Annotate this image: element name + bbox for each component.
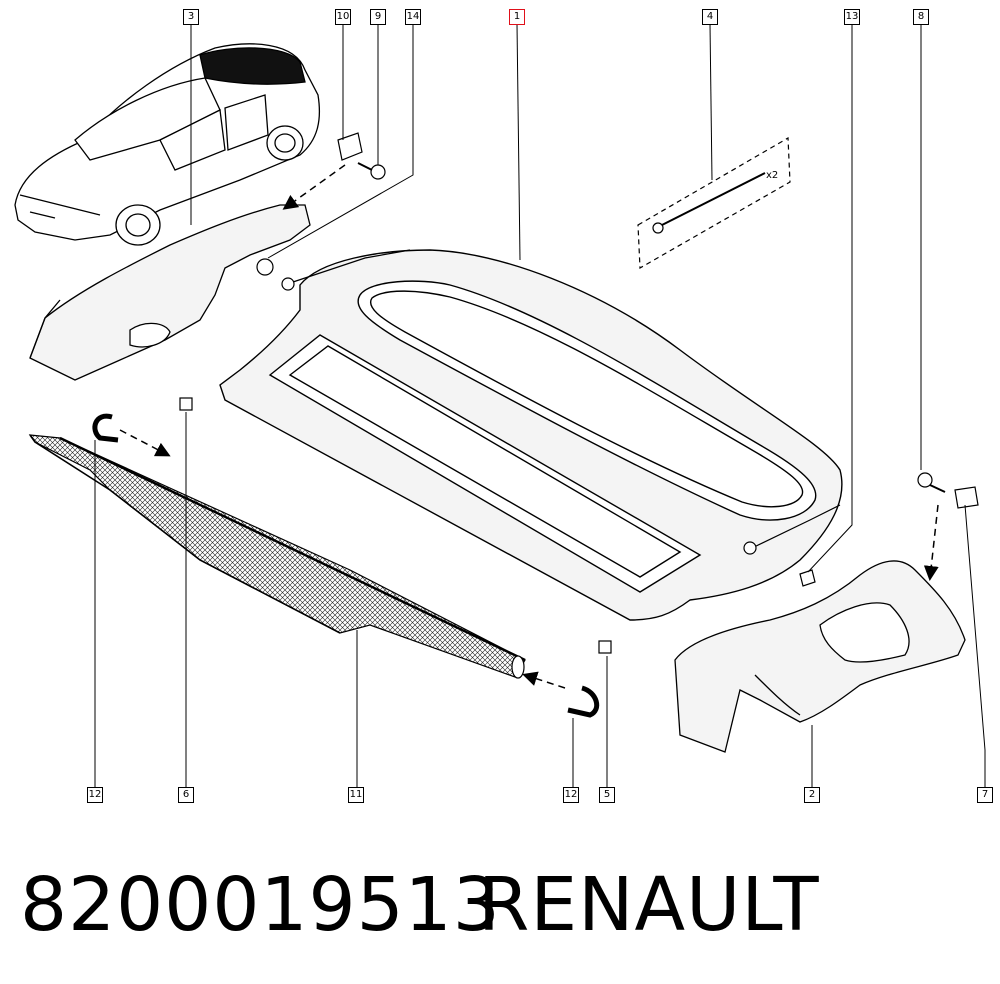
callout-2: 2 [804, 787, 820, 803]
brand-name: RENAULT [478, 862, 820, 948]
callout-6: 6 [178, 787, 194, 803]
callout-9: 9 [370, 9, 386, 25]
callout-3: 3 [183, 9, 199, 25]
fasteners [92, 132, 979, 718]
callout-12-right: 12 [563, 787, 579, 803]
leader-lines [94, 23, 986, 788]
callout-7: 7 [977, 787, 993, 803]
callout-12-left: 12 [87, 787, 103, 803]
cable-kit [637, 136, 791, 270]
parcel-shelf [219, 249, 843, 621]
cargo-net [28, 434, 526, 679]
callout-8: 8 [913, 9, 929, 25]
car-illustration [14, 43, 321, 246]
shelf-strings [281, 249, 841, 555]
callout-11: 11 [348, 787, 364, 803]
quantity-label: x2 [766, 170, 779, 181]
part-number: 8200019513 [20, 862, 501, 948]
assembly-arrows [119, 164, 939, 689]
callout-1: 1 [509, 9, 525, 25]
callout-4: 4 [702, 9, 718, 25]
right-side-trim [674, 560, 966, 753]
callout-5: 5 [599, 787, 615, 803]
left-side-trim [29, 204, 311, 381]
callout-14: 14 [405, 9, 421, 25]
callout-10: 10 [335, 9, 351, 25]
callout-13: 13 [844, 9, 860, 25]
